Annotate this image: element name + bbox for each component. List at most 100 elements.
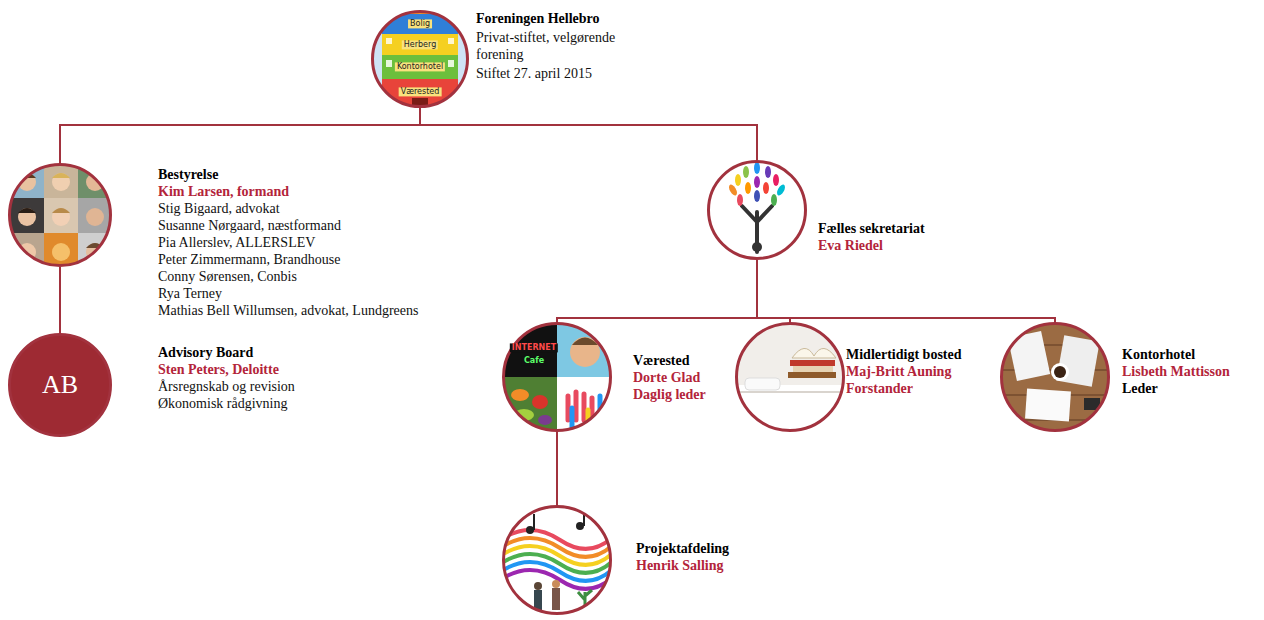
illustration-part	[735, 385, 845, 435]
circle-border	[373, 12, 468, 107]
illustration-part	[52, 173, 70, 178]
circle-initials: AB	[42, 370, 78, 400]
node-text: Maj-Britt Auning	[846, 363, 962, 380]
node-text-column: Advisory BoardSten Peters, DeloitteÅrsre…	[158, 344, 295, 412]
illustration-part	[705, 158, 809, 262]
illustration-part	[1008, 331, 1050, 381]
node-heading: Kontorhotel	[1122, 346, 1230, 363]
node-heading: Midlertidigt bosted	[846, 346, 962, 363]
node-text-column: Midlertidigt bostedMaj-Britt AuningForst…	[846, 346, 962, 397]
node-text: Peter Zimmermann, Brandhouse	[158, 251, 418, 268]
node-text: Mathias Bell Willumsen, advokat, Lundgre…	[158, 302, 418, 319]
org-connector	[757, 260, 790, 322]
node-text: Pia Allerslev, ALLERSLEV	[158, 234, 418, 251]
illustration-part	[790, 360, 835, 366]
picture-label: Bolig	[408, 19, 432, 28]
illustration-part	[8, 198, 44, 233]
illustration-part	[742, 206, 772, 252]
circle-border	[737, 324, 844, 431]
illustration-part	[382, 55, 458, 79]
illustration-part	[370, 9, 470, 109]
illustration-part	[773, 174, 779, 186]
circle-border	[10, 165, 111, 266]
tree-logo	[705, 158, 809, 262]
illustration-part	[745, 378, 780, 390]
project-node: ProjektafdelingHenrik Salling	[502, 505, 612, 615]
illustration-part	[448, 38, 454, 44]
circle-outline	[1000, 322, 1110, 432]
illustration-part	[576, 522, 584, 530]
node-text: Advisory Board	[158, 344, 295, 361]
node-text-column: KontorhotelLisbeth MattissonLeder	[1122, 346, 1230, 397]
illustration-part	[743, 166, 749, 178]
org-connector	[556, 432, 558, 505]
illustration-part	[534, 590, 542, 610]
node-text-column: VærestedDorte GladDaglig leder	[633, 352, 706, 403]
illustration-part	[52, 243, 70, 261]
illustration-part	[1000, 322, 1110, 432]
illustration-part	[745, 182, 751, 194]
illustration-part	[386, 38, 392, 44]
illustration-part	[595, 597, 605, 607]
node-text: Eva Riedel	[818, 237, 925, 254]
picture-label: Cafe	[522, 356, 546, 365]
illustration-part	[533, 514, 535, 530]
org-connector	[757, 260, 1055, 322]
advisory-node: ABAdvisory BoardSten Peters, DeloitteÅrs…	[8, 333, 112, 437]
node-text: Forstander	[846, 380, 962, 397]
illustration-part	[788, 372, 836, 378]
illustration-part	[775, 183, 786, 196]
circle-border	[504, 507, 611, 614]
node-text-column: BestyrelseKim Larsen, formandStig Bigaar…	[158, 166, 418, 319]
node-text: Rya Terney	[158, 285, 418, 302]
node-text: Privat-stiftet, velgørende forening	[476, 29, 666, 63]
illustration-part	[534, 582, 542, 590]
illustration-part	[754, 176, 760, 188]
illustration-part	[44, 163, 78, 198]
project-department-picture	[500, 505, 615, 615]
illustration-part	[754, 190, 760, 202]
illustration-part	[386, 60, 392, 67]
building-picture	[370, 8, 470, 111]
illustration-part	[538, 415, 552, 425]
illustration-part	[500, 570, 615, 589]
node-text-column: ProjektafdelingHenrik Salling	[636, 540, 729, 574]
illustration-part	[52, 208, 70, 226]
node-text-column: Fælles sekretariatEva Riedel	[818, 220, 925, 254]
department-node: Midlertidigt bostedMaj-Britt AuningForst…	[735, 322, 845, 432]
department-node: KontorhotelLisbeth MattissonLeder	[1000, 322, 1110, 432]
illustration-part	[735, 391, 845, 393]
node-circle	[1000, 322, 1110, 432]
office-desk-picture	[1000, 322, 1110, 432]
circle-outline	[8, 163, 112, 267]
illustration-part	[44, 198, 78, 233]
node-circle: AB	[8, 333, 112, 437]
illustration-part	[793, 366, 833, 372]
node-text: Stig Bigaard, advokat	[158, 200, 418, 217]
node-heading: Projektafdeling	[636, 540, 729, 557]
board-photo-collage	[8, 163, 114, 269]
illustration-part	[754, 162, 760, 174]
node-heading: Fælles sekretariat	[818, 220, 925, 237]
node-circle	[8, 163, 112, 267]
node-circle	[502, 322, 612, 432]
illustration-part	[737, 194, 743, 206]
org-connector	[59, 267, 61, 333]
illustration-part	[1025, 389, 1071, 422]
illustration-part	[448, 60, 454, 67]
picture-label: Kontorhotel	[395, 62, 445, 71]
illustration-part	[792, 348, 836, 358]
node-circle	[707, 160, 807, 260]
illustration-part	[52, 173, 70, 191]
illustration-part	[382, 14, 458, 34]
secretariat-node: Fælles sekretariatEva Riedel	[707, 160, 807, 260]
illustration-part	[86, 208, 104, 226]
circle-outline	[502, 505, 612, 615]
bed-and-books-picture	[735, 322, 845, 435]
circle-border	[709, 162, 806, 259]
board-node: BestyrelseKim Larsen, formandStig Bigaar…	[8, 163, 112, 267]
node-text: Daglig leder	[633, 386, 706, 403]
illustration-part	[532, 395, 548, 409]
illustration-part	[552, 580, 560, 588]
